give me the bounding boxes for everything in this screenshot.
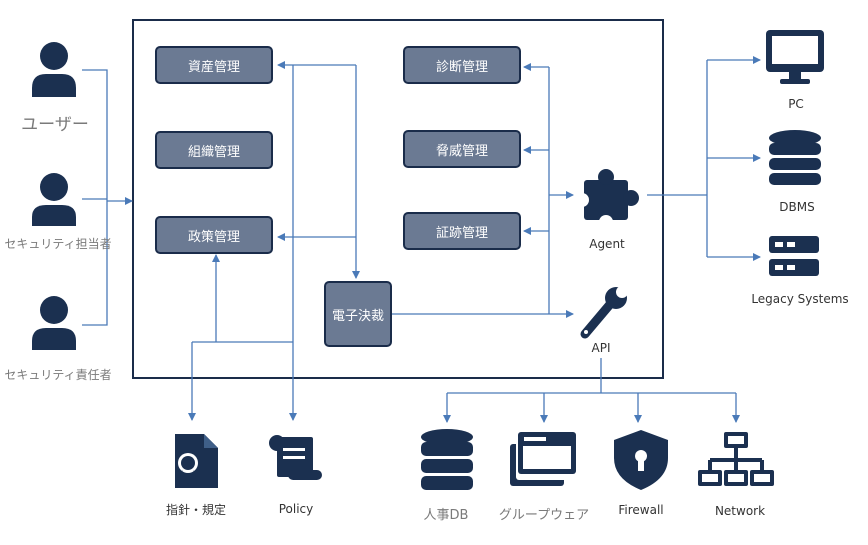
security-manager-label: セキュリティ責任者 [4,368,112,382]
legacy-systems-label: Legacy Systems [751,292,849,306]
user-icon [32,42,76,97]
security-officer-label: セキュリティ担当者 [4,237,112,251]
certificate-icon [175,434,218,488]
org-management-box: 組織管理 [155,131,273,169]
policy-management-box: 政策管理 [155,216,273,254]
puzzle-piece-icon [575,169,639,229]
api-label: API [591,341,611,355]
pc-label: PC [788,97,804,111]
shield-lock-icon [614,430,668,490]
guideline-label: 指針・規定 [165,503,227,517]
hr-database-icon [421,429,473,490]
asset-management-box: 資産管理 [155,46,273,84]
dbms-label: DBMS [779,200,815,214]
evidence-management-box: 証跡管理 [403,212,521,250]
connectors [82,56,761,423]
scroll-icon [269,435,322,480]
system-boundary [132,19,664,379]
security-officer-icon [32,173,76,226]
hr-db-label: 人事DB [423,508,469,523]
threat-management-box: 脅威管理 [403,130,521,168]
agent-label: Agent [589,237,625,251]
diagnosis-management-box: 診断管理 [403,46,521,84]
groupware-icon [510,432,576,486]
network-label: Network [714,504,766,518]
wrench-icon [580,286,628,339]
firewall-label: Firewall [618,503,664,517]
network-icon [698,432,774,486]
electronic-approval-box: 電子決裁 [324,281,392,347]
user-label: ユーザー [21,115,89,135]
groupware-label: グループウェア [498,508,590,523]
policy-doc-label: Policy [278,502,314,516]
database-icon [769,130,821,185]
monitor-icon [766,30,824,84]
server-icon [769,236,819,276]
security-manager-icon [32,296,76,350]
